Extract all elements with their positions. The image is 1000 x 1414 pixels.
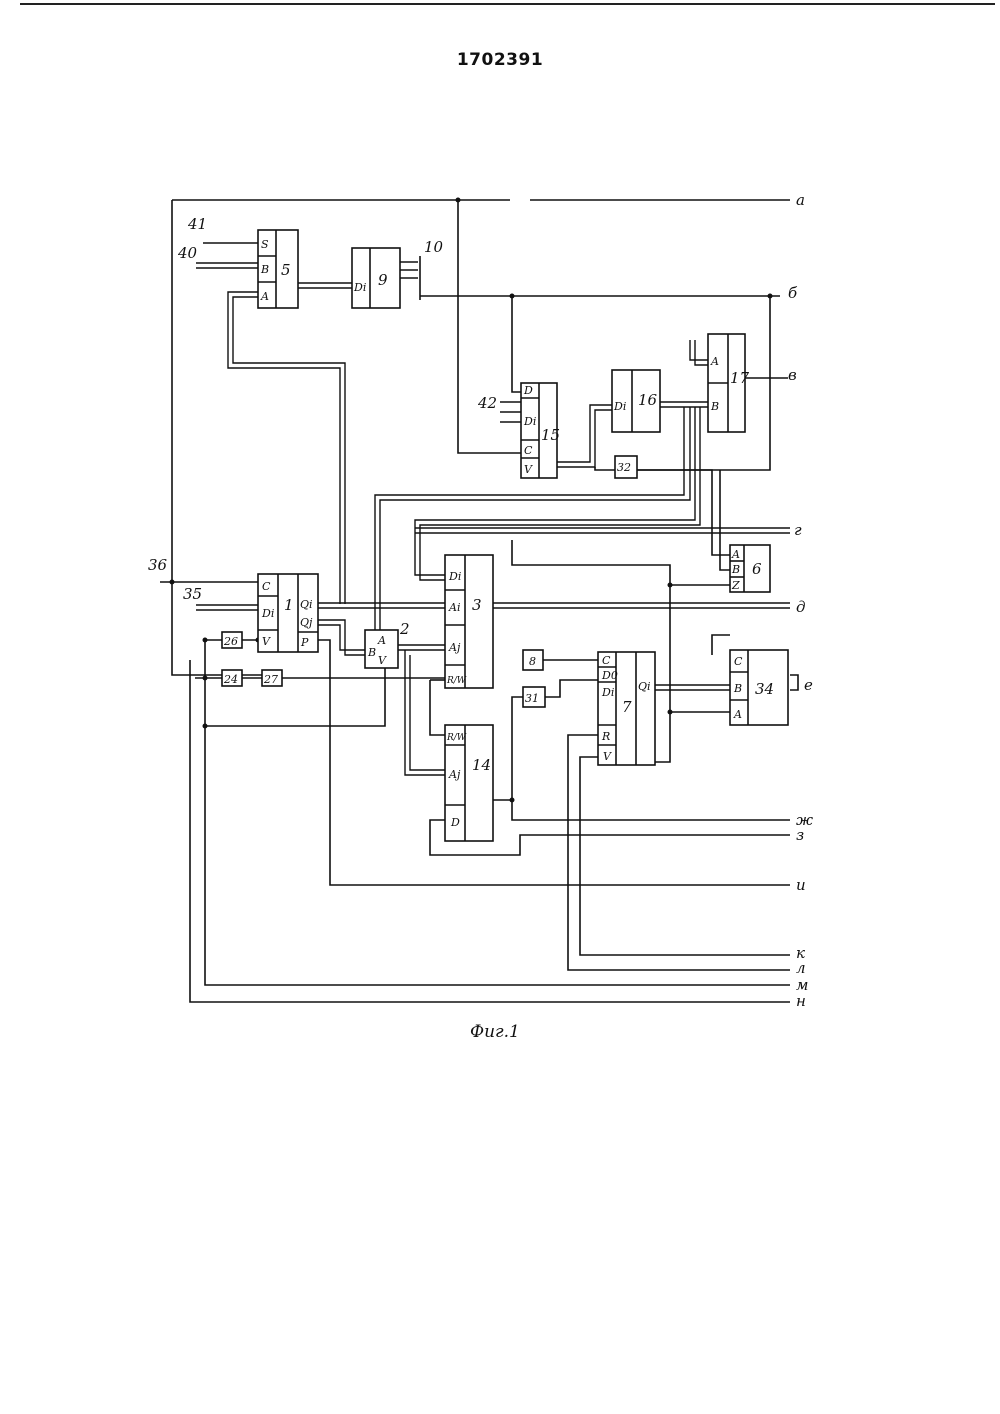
- b3-number: 3: [472, 596, 482, 614]
- output-d: д: [796, 598, 806, 616]
- b1-number: 1: [284, 596, 294, 614]
- b3-pin-di: Di: [448, 570, 461, 583]
- b15-pin-di: Di: [523, 415, 536, 428]
- block-6: A B Z 6: [730, 545, 770, 592]
- block-34: C B A 34: [730, 650, 788, 725]
- block-31: 31: [523, 687, 545, 707]
- b17-pin-a: A: [710, 355, 719, 368]
- output-v: в: [788, 366, 797, 384]
- b1-pin-c: C: [262, 580, 271, 593]
- block-9: Di 9: [352, 248, 400, 308]
- b1-pin-v: V: [262, 635, 271, 648]
- b15-pin-d: D: [523, 384, 533, 397]
- b7-pin-d0: D0: [601, 669, 618, 682]
- block-8: 8: [523, 650, 543, 670]
- b34-number: 34: [755, 680, 774, 698]
- b17-number: 17: [730, 369, 750, 387]
- b2-pin-v: V: [378, 654, 387, 667]
- block-3: Di Ai Aj R/W 3: [445, 555, 493, 688]
- input-36: 36: [148, 556, 168, 574]
- b34-pin-a: A: [733, 708, 742, 721]
- b16-pin-di: Di: [613, 400, 626, 413]
- block-14: R/W Aj D 14: [445, 725, 493, 841]
- b1-pin-qi: Qi: [300, 598, 313, 611]
- b15-pin-v: V: [524, 463, 533, 476]
- b9-number: 9: [378, 271, 388, 289]
- b7-pin-c: C: [602, 654, 611, 667]
- output-e: е: [804, 676, 813, 694]
- input-10: 10: [424, 238, 444, 256]
- b32-number: 32: [617, 461, 631, 474]
- b2-number: 2: [399, 620, 410, 638]
- b14-number: 14: [472, 756, 491, 774]
- output-l: л: [796, 959, 806, 977]
- b5-number: 5: [281, 261, 291, 279]
- b8-number: 8: [529, 655, 536, 668]
- b5-pin-a: A: [260, 290, 269, 303]
- b2-pin-a: A: [377, 634, 386, 647]
- input-40: 40: [177, 244, 198, 262]
- block-17: A B 17: [708, 334, 750, 432]
- b15-pin-c: C: [524, 444, 533, 457]
- output-n: н: [796, 992, 806, 1010]
- b9-pin-di: Di: [353, 281, 366, 294]
- input-41: 41: [187, 215, 207, 233]
- b14-pin-d: D: [450, 816, 460, 829]
- b7-pin-di: Di: [601, 686, 614, 699]
- block-5: S B A 5: [258, 230, 298, 308]
- b7-number: 7: [622, 698, 632, 716]
- b7-pin-r: R: [601, 730, 610, 743]
- b6-pin-z: Z: [731, 579, 740, 592]
- b6-pin-b: B: [731, 563, 740, 576]
- b14-pin-rw: R/W: [446, 733, 467, 743]
- b27-number: 27: [263, 673, 278, 686]
- b24-number: 24: [223, 673, 238, 686]
- b2-pin-b: B: [367, 646, 376, 659]
- output-z: з: [796, 826, 804, 844]
- block-15: D Di C V 15: [521, 383, 560, 478]
- b34-pin-b: B: [733, 682, 742, 695]
- output-a: а: [796, 191, 805, 209]
- figure-caption: Фиг.1: [470, 1022, 520, 1042]
- block-27: 27: [262, 670, 282, 686]
- b1-pin-p: P: [300, 636, 309, 649]
- b16-number: 16: [638, 391, 658, 409]
- b3-pin-aj: Aj: [448, 641, 461, 654]
- output-labels: а б в г д е ж з и к л м н: [788, 191, 813, 1010]
- output-b: б: [788, 284, 798, 302]
- b7-out-qi: Qi: [638, 680, 651, 693]
- block-16: Di 16: [612, 370, 660, 432]
- b26-number: 26: [223, 635, 238, 648]
- block-2: A B V 2: [365, 620, 410, 668]
- block-7: C D0 Di R V 7 Qi: [598, 652, 655, 765]
- b7-pin-v: V: [603, 750, 612, 763]
- b1-pin-di: Di: [261, 607, 274, 620]
- input-42: 42: [477, 394, 497, 412]
- b34-pin-c: C: [734, 655, 743, 668]
- output-i: и: [796, 876, 806, 894]
- b1-pin-qj: Qj: [300, 616, 313, 629]
- block-32: 32: [615, 456, 637, 478]
- block-1: C Di V 1 Qi Qj P: [258, 574, 318, 652]
- b17-pin-b: B: [710, 400, 719, 413]
- b6-pin-a: A: [731, 548, 740, 561]
- b5-pin-b: B: [260, 263, 269, 276]
- b6-number: 6: [752, 560, 762, 578]
- b5-pin-s: S: [261, 238, 269, 251]
- input-labels: 41 40 10 42 36 35: [148, 215, 497, 603]
- b14-pin-aj: Aj: [448, 768, 461, 781]
- block-24: 24: [222, 670, 242, 686]
- b15-number: 15: [541, 426, 560, 444]
- block-26: 26: [222, 632, 242, 648]
- input-35: 35: [183, 585, 202, 603]
- b31-number: 31: [525, 692, 539, 705]
- b3-pin-rw: R/W: [446, 676, 467, 686]
- output-g: г: [794, 521, 802, 539]
- b3-pin-ai: Ai: [448, 601, 460, 614]
